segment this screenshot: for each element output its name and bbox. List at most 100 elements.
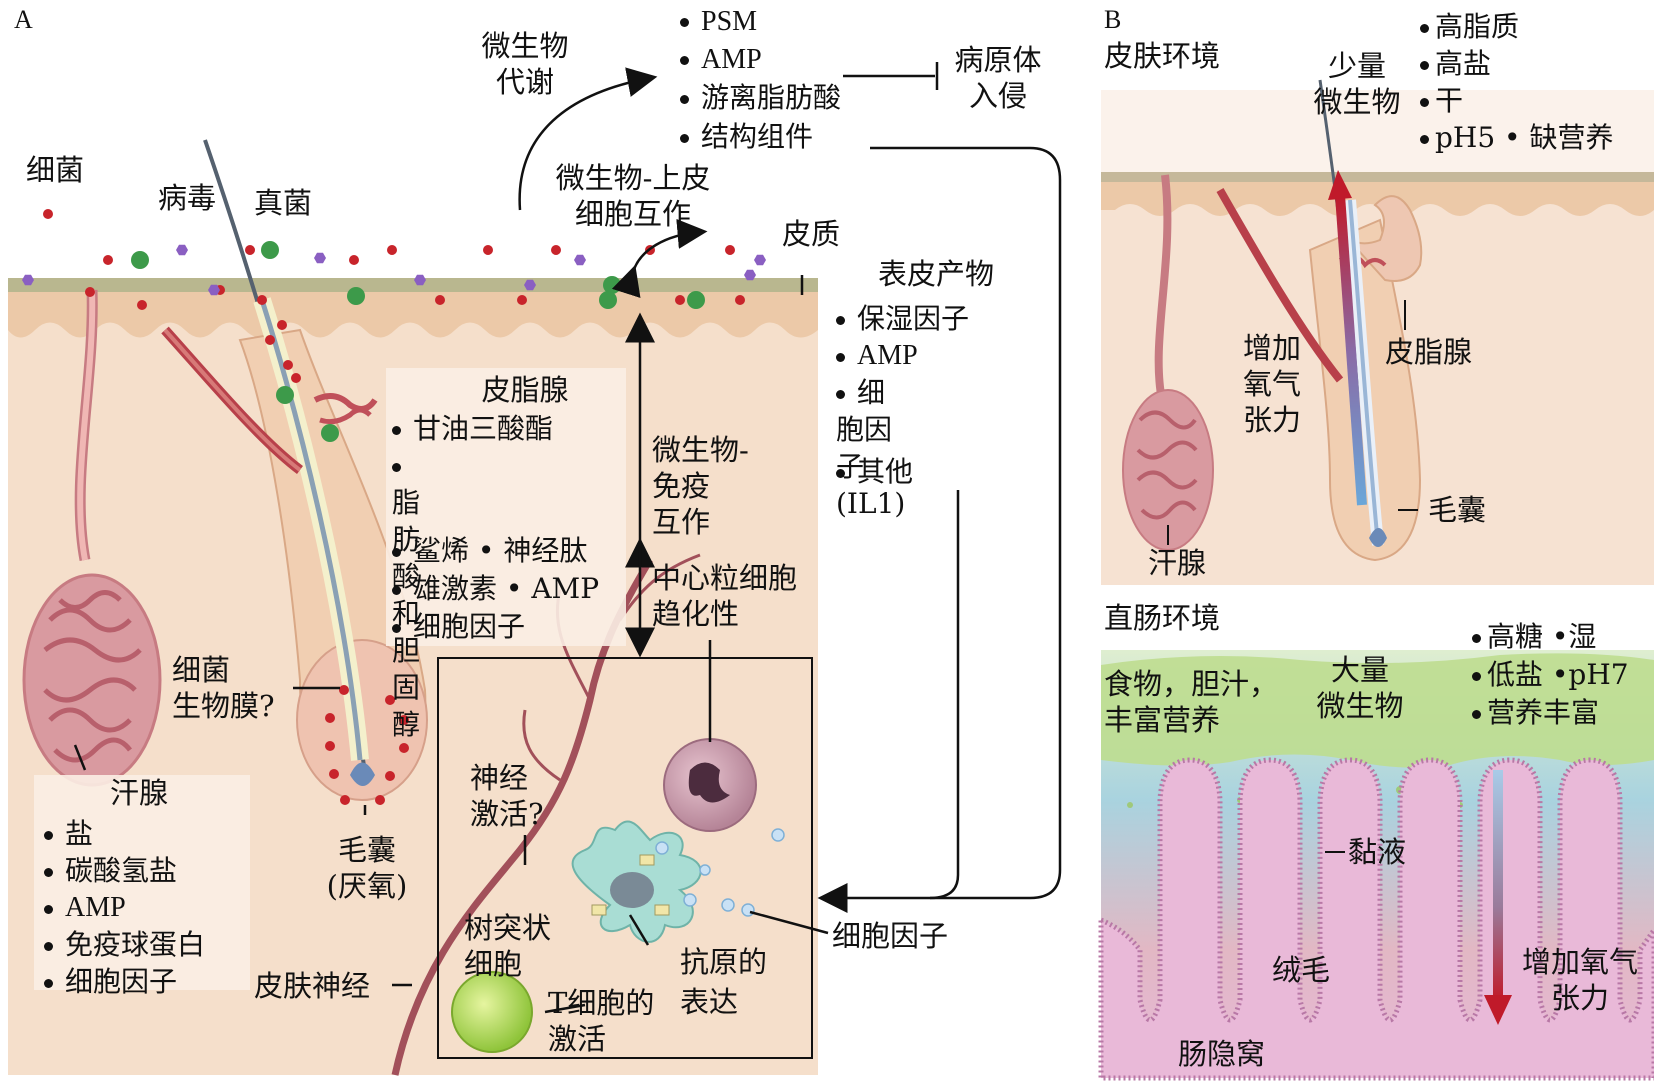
immune-inset: [437, 657, 813, 1059]
bacterium-dot: [43, 209, 53, 219]
virus-dot: [22, 274, 34, 286]
skin-env-title: 皮肤环境: [1104, 39, 1221, 73]
epidermal-products-title: 表皮产物: [878, 257, 995, 291]
gut-condition-item: 高糖 •湿: [1472, 618, 1596, 655]
bacterium-dot: [245, 245, 255, 255]
label-hair-follicle: 毛囊 (厌氧): [326, 833, 408, 903]
microbial-product-item: AMP: [680, 40, 762, 78]
fungus-dot: [687, 291, 705, 309]
bacterium-dot: [385, 771, 395, 781]
sebaceous-item: 鲨烯 • 神经肽: [392, 532, 587, 569]
label-antigen-expression: 抗原的 表达: [680, 945, 768, 1019]
sebaceous-box: [386, 368, 626, 646]
fungus-dot: [276, 386, 294, 404]
label-nerve-activation: 神经 激活?: [470, 761, 544, 831]
panel-b-skin: [1101, 79, 1654, 585]
bacterium-dot: [283, 360, 293, 370]
skin-condition-item: 高脂质: [1420, 8, 1519, 45]
label-microbial-metabolism: 微生物 代谢: [481, 29, 569, 99]
bacterium-dot: [517, 295, 527, 305]
label-skin-follicle: 毛囊: [1428, 493, 1487, 527]
bacterium-dot: [325, 713, 335, 723]
microbial-product-item: PSM: [680, 2, 757, 40]
sweat-item: 碳酸氢盐: [44, 852, 177, 889]
bacterium-dot: [387, 245, 397, 255]
sebaceous-item: 细胞因子: [392, 608, 525, 645]
microbial-product-item: 游离脂肪酸: [680, 79, 841, 116]
bacterium-dot: [399, 715, 409, 725]
panel-b-letter: B: [1104, 5, 1122, 34]
label-skin-sweat: 汗腺: [1148, 546, 1207, 580]
panel-b-gut: [1098, 650, 1654, 1081]
label-skin-sebaceous: 皮脂腺: [1385, 335, 1473, 369]
bacterium-dot: [435, 295, 445, 305]
fungus-dot: [321, 424, 339, 442]
neutrophil: [663, 738, 757, 832]
bacterium-dot: [257, 295, 267, 305]
gut-condition-item: 营养丰富: [1472, 694, 1599, 731]
sweat-item: 细胞因子: [44, 963, 177, 1000]
sweat-item: 免疫球蛋白: [44, 926, 205, 963]
label-skin-oxygen: 增加 氧气 张力: [1242, 331, 1301, 437]
epidermal-product-item: 其他: [836, 453, 913, 490]
sebaceous-item: 甘油三酸酯: [392, 410, 553, 447]
skin-condition-item: 高盐: [1420, 45, 1491, 82]
sebaceous-item: 脂肪酸和 胆固醇: [392, 447, 420, 743]
virus-dot: [414, 274, 426, 286]
virus-dot: [208, 284, 220, 296]
bacterium-dot: [291, 373, 301, 383]
bacterium-dot: [349, 255, 359, 265]
label-dendritic-cell: 树突状 细胞: [464, 911, 552, 981]
bacterium-dot: [399, 743, 409, 753]
label-microbe-immune: 微生物- 免疫 互作: [652, 433, 749, 539]
label-virus: 病毒: [158, 181, 217, 215]
bacterium-dot: [385, 695, 395, 705]
hair-follicle-a: [161, 139, 428, 801]
label-gut-villi: 绒毛: [1272, 953, 1331, 987]
t-cell: [451, 971, 533, 1053]
bacterium-dot: [85, 287, 95, 297]
sebaceous-title: 皮脂腺: [481, 373, 569, 407]
gut-condition-item: 低盐 •pH7: [1472, 656, 1629, 693]
label-cytokine: 细胞因子: [832, 919, 949, 953]
virus-dot: [176, 244, 188, 256]
label-stratum-corneum: 皮质: [782, 217, 841, 251]
microbial-product-item: 结构组件: [680, 118, 813, 155]
label-gut-mucus: 黏液: [1348, 835, 1407, 869]
label-gut-oxygen: 增加氧气 张力: [1521, 945, 1638, 1015]
label-t-cell-activation: T细胞的 激活: [548, 986, 655, 1056]
bacterium-dot: [277, 320, 287, 330]
bacterium-dot: [375, 795, 385, 805]
sweat-gland-a: [22, 289, 162, 787]
skin-condition-item: pH5 • 缺营养: [1420, 119, 1613, 156]
label-many-microbes: 大量 微生物: [1316, 653, 1404, 723]
bacterium-dot: [329, 769, 339, 779]
virus-dot: [754, 254, 766, 266]
panel-a-arrows: [73, 62, 1062, 1014]
panel-a-letter: A: [14, 5, 33, 34]
sweat-item: 盐: [44, 815, 93, 852]
sweat-box: [34, 775, 250, 990]
label-fungi: 真菌: [254, 186, 313, 220]
sweat-item: AMP: [44, 889, 126, 926]
virus-dot: [574, 254, 586, 266]
bacterium-dot: [551, 245, 561, 255]
bacterium-dot: [265, 335, 275, 345]
bacterium-dot: [725, 245, 735, 255]
bacterium-dot: [340, 795, 350, 805]
label-neutrophil-chemotaxis: 中心粒细胞 趋化性: [652, 561, 798, 631]
bacterium-dot: [735, 295, 745, 305]
bacterium-dot: [137, 300, 147, 310]
bacterium-dot: [325, 741, 335, 751]
fungus-dot: [599, 291, 617, 309]
label-gut-food: 食物，胆汁， 丰富营养: [1104, 667, 1279, 737]
virus-dot: [744, 269, 756, 281]
fungus-dot: [347, 287, 365, 305]
epidermal-product-item: AMP: [836, 337, 918, 374]
label-gut-crypt: 肠隐窝: [1178, 1037, 1266, 1071]
label-few-microbes: 少量 微生物: [1313, 49, 1401, 119]
bacterium-dot: [339, 685, 349, 695]
label-bacterial-biofilm: 细菌 生物膜?: [172, 653, 275, 723]
